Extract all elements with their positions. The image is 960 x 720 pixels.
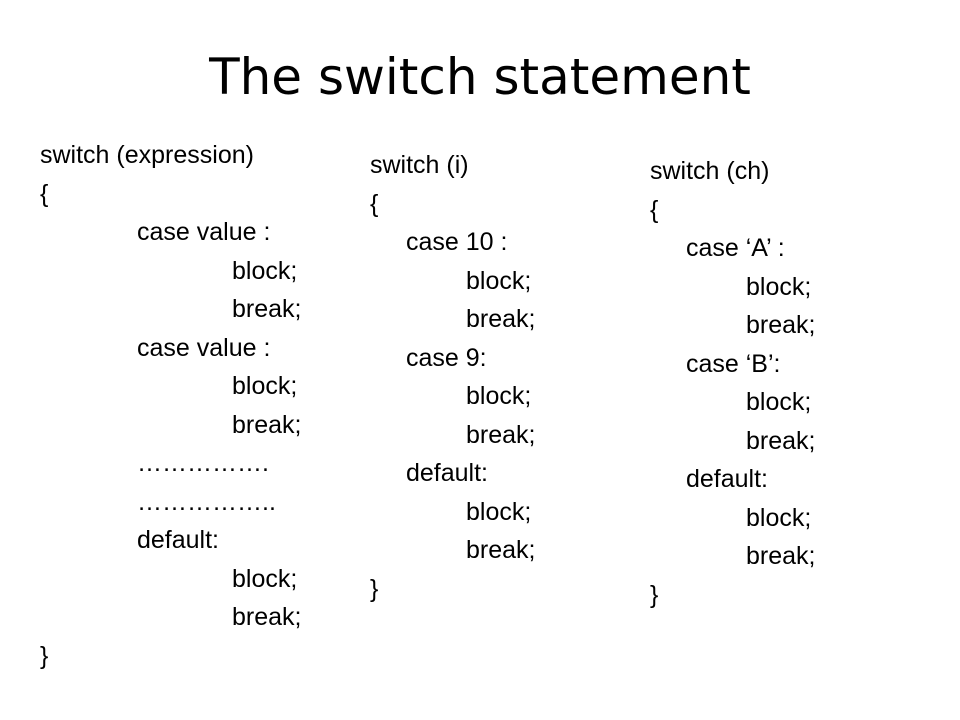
code-line: block; (746, 388, 812, 416)
code-line: { (650, 195, 659, 224)
generic-switch-syntax: switch (expression) { case value : block… (40, 136, 301, 675)
code-line: block; (232, 256, 298, 285)
code-line: case value : (137, 218, 271, 246)
code-line: switch (expression) (40, 141, 254, 169)
code-line: break; (466, 536, 536, 564)
slide-title: The switch statement (209, 48, 751, 106)
code-line: break; (232, 295, 302, 323)
code-line: } (40, 641, 49, 670)
code-line: { (370, 189, 379, 218)
code-line: case ‘A’ : (686, 234, 785, 262)
code-line: break; (466, 420, 536, 449)
code-line: block; (466, 266, 532, 295)
code-line: default: (406, 459, 489, 487)
code-line: ……………. (137, 449, 269, 477)
code-line: switch (i) (370, 151, 469, 179)
code-line: block; (466, 382, 532, 410)
code-line: break; (746, 311, 816, 339)
code-line: } (370, 574, 379, 603)
code-line: break; (466, 305, 536, 333)
code-line: case value : (137, 333, 271, 362)
code-line: break; (232, 410, 302, 439)
code-line: case 10 : (406, 228, 508, 256)
code-line: switch (ch) (650, 157, 770, 185)
code-line: case 9: (406, 343, 487, 372)
code-line: default: (686, 465, 769, 493)
code-line: break; (746, 426, 816, 455)
code-line: break; (746, 542, 816, 570)
code-line: …………….. (137, 487, 276, 516)
code-line: block; (746, 272, 812, 301)
code-line: default: (137, 526, 220, 554)
code-line: break; (232, 603, 302, 631)
code-line: block; (746, 503, 812, 532)
code-line: block; (466, 497, 532, 526)
int-switch-example: switch (i) { case 10 : block; break; cas… (370, 146, 535, 608)
code-line: case ‘B’: (686, 349, 781, 378)
code-line: { (40, 179, 49, 208)
code-line: block; (232, 564, 298, 593)
char-switch-example: switch (ch) { case ‘A’ : block; break; c… (650, 152, 815, 614)
code-line: block; (232, 372, 298, 400)
code-line: } (650, 580, 659, 609)
